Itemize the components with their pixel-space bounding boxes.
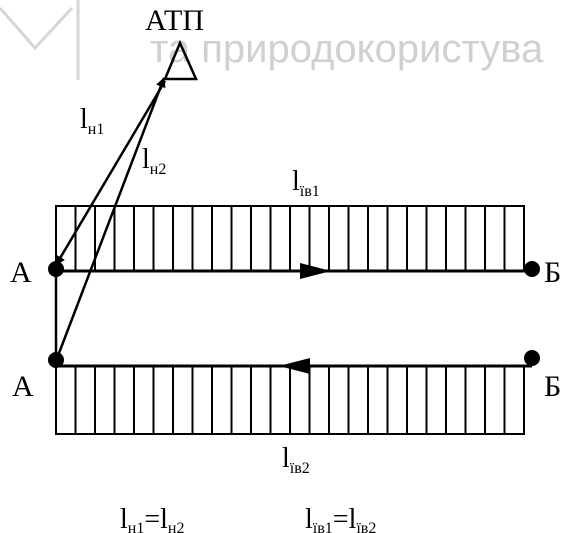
- point-a-bottom: [48, 352, 64, 368]
- lower-hatches: [74, 366, 506, 434]
- watermark-text: та природокористува: [150, 27, 544, 71]
- label-a-top: А: [10, 256, 32, 289]
- empty-run-line-2: [54, 77, 166, 362]
- label-ln1: lн1: [80, 104, 104, 138]
- watermark-logo: [0, 6, 74, 51]
- point-b-top: [524, 261, 540, 277]
- formula-empty-runs: lн1=lн2: [120, 504, 184, 533]
- label-b-bottom: Б: [544, 370, 561, 403]
- label-a-bottom: А: [12, 370, 34, 403]
- arrow-right-icon: [300, 263, 331, 279]
- point-a-top: [48, 261, 64, 277]
- label-liv2: lїв2: [282, 443, 310, 477]
- arrow-left-icon: [279, 358, 310, 374]
- label-liv1: lїв1: [292, 166, 320, 200]
- upper-hatches: [74, 206, 506, 271]
- point-b-bottom: [524, 350, 540, 366]
- label-ln2: lн2: [142, 144, 166, 178]
- lower-hatched-band: [55, 365, 525, 435]
- upper-hatched-band: [55, 205, 525, 272]
- formula-loaded-runs: lїв1=lїв2: [305, 504, 376, 533]
- label-b-top: Б: [544, 256, 561, 289]
- atp-label: АТП: [145, 4, 204, 37]
- empty-run-line-1: [54, 80, 167, 266]
- atp-triangle-icon: [163, 39, 198, 81]
